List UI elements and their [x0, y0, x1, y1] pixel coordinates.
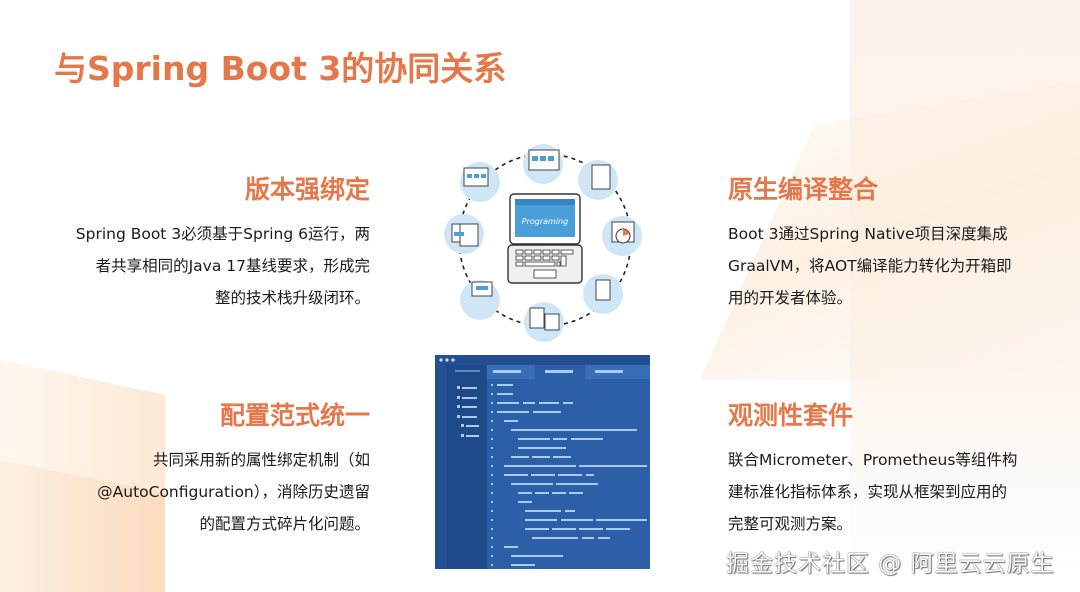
section-body: 共同采用新的属性绑定机制（如 @AutoConfiguration），消除历史遗… — [97, 451, 370, 533]
laptop-programming-icon: Programing — [444, 144, 642, 342]
page-title: 与Spring Boot 3的协同关系 — [54, 49, 507, 88]
section-heading: 观测性套件 — [728, 401, 854, 430]
section-body: Spring Boot 3必须基于Spring 6运行，两 者共享相同的Java… — [75, 225, 370, 307]
section-native-compile: 原生编译整合 Boot 3通过Spring Native项目深度集成 Graal… — [728, 170, 1048, 314]
section-body: 联合Micrometer、Prometheus等组件构 建标准化指标体系，实现从… — [728, 451, 1018, 533]
section-version-binding: 版本强绑定 Spring Boot 3必须基于Spring 6运行，两 者共享相… — [40, 170, 370, 314]
section-observability: 观测性套件 联合Micrometer、Prometheus等组件构 建标准化指标… — [728, 396, 1048, 540]
section-body: Boot 3通过Spring Native项目深度集成 GraalVM，将AOT… — [728, 225, 1012, 307]
section-heading: 版本强绑定 — [244, 175, 370, 204]
section-heading: 配置范式统一 — [219, 401, 370, 430]
watermark: 掘金技术社区 @ 阿里云云原生 — [726, 551, 1055, 577]
section-config-paradigm: 配置范式统一 共同采用新的属性绑定机制（如 @AutoConfiguration… — [40, 396, 370, 540]
svg-text:Programing: Programing — [522, 217, 568, 226]
section-heading: 原生编译整合 — [728, 175, 879, 204]
code-editor-icon — [435, 355, 650, 569]
